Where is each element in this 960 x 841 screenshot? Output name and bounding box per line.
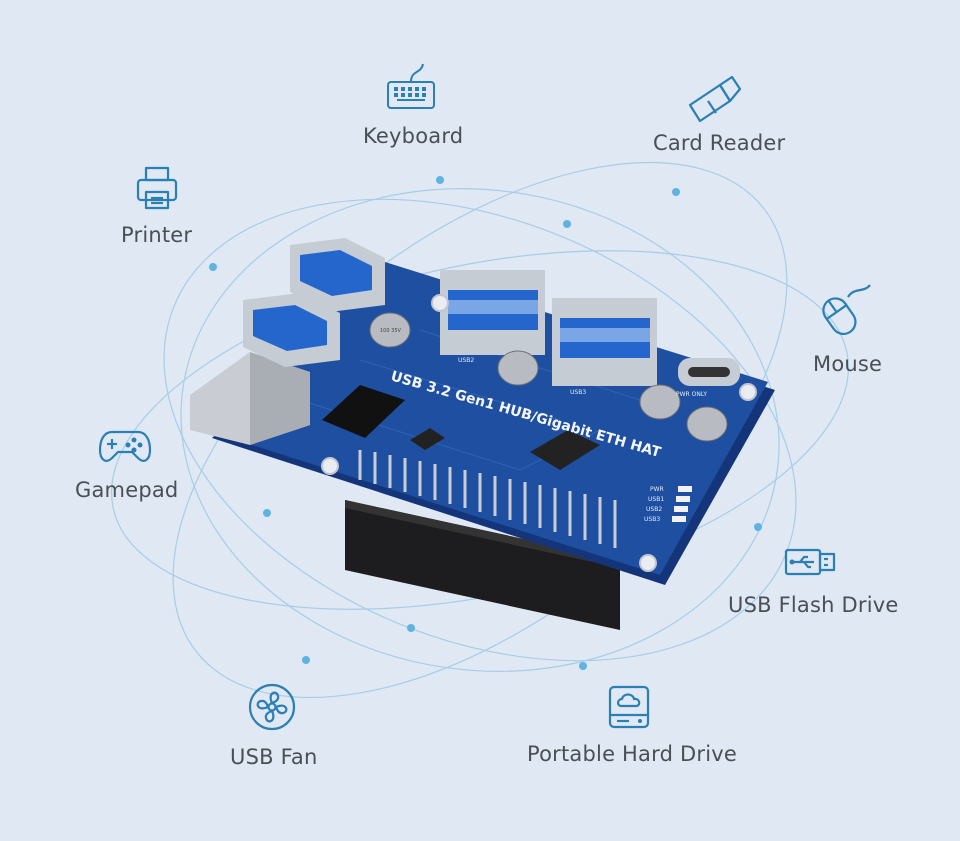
usb-flash-drive-icon	[784, 548, 836, 576]
gpio-pins	[358, 450, 617, 548]
device-label-printer: Printer	[121, 223, 193, 247]
capacitor-label: 100 35V	[380, 328, 401, 334]
device-label-usb-fan: USB Fan	[230, 745, 318, 769]
device-label-keyboard: Keyboard	[363, 124, 464, 148]
device-label-usb-flash-drive: USB Flash Drive	[728, 593, 899, 617]
usb-port-left-bottom	[243, 293, 340, 367]
card-reader-icon	[688, 75, 742, 123]
gpio-header	[345, 500, 620, 630]
led-label-pwr: PWR	[650, 486, 664, 493]
device-label-gamepad: Gamepad	[75, 478, 179, 502]
usb-hub-hat-board: USB 3.2 Gen1 HUB/Gigabit ETH HAT USB2 US…	[190, 238, 775, 630]
led-label-usb2: USB2	[646, 506, 662, 513]
board-label-usb3: USB3	[570, 389, 586, 396]
controller-chip	[410, 428, 445, 450]
hard-drive-icon	[608, 685, 650, 729]
printer-icon	[136, 166, 178, 210]
usb-port-left-top	[290, 238, 385, 312]
usb-port-usb2	[440, 270, 545, 355]
capacitors	[369, 312, 728, 442]
mouse-icon	[822, 284, 871, 336]
transformer-chip	[322, 385, 405, 438]
gamepad-icon	[98, 430, 152, 462]
usb-port-usb3	[552, 298, 657, 386]
keyboard-icon	[387, 63, 435, 109]
board-label-usb2: USB2	[458, 357, 474, 364]
fan-icon	[248, 683, 296, 731]
mounting-holes	[321, 294, 757, 572]
hub-chip	[530, 430, 600, 470]
device-label-portable-hard-drive: Portable Hard Drive	[527, 742, 737, 766]
board-label-pwr-only: PWR ONLY	[676, 391, 707, 398]
device-label-mouse: Mouse	[813, 352, 883, 376]
led-label-usb3: USB3	[644, 516, 660, 523]
status-leds	[672, 486, 692, 522]
device-label-card-reader: Card Reader	[653, 131, 786, 155]
led-label-usb1: USB1	[648, 496, 664, 503]
